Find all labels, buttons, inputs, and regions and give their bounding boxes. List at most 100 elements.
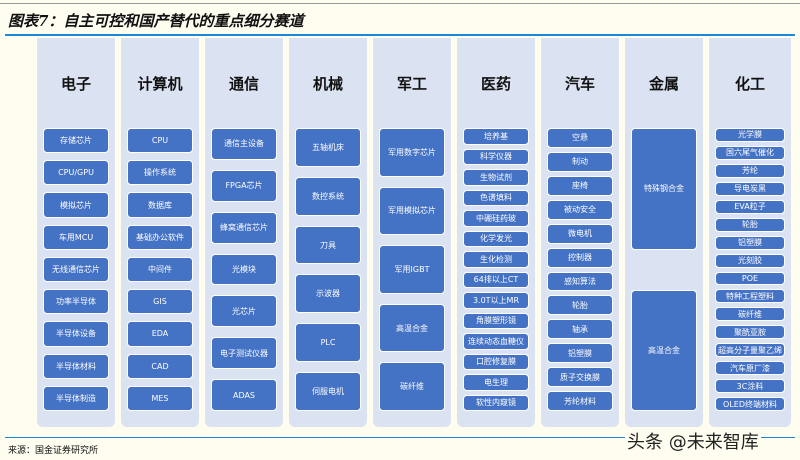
segment-box: 芳纶材料 [547,391,613,412]
segment-box: 3C涂料 [715,379,785,394]
segment-box: 半导体设备 [43,321,109,347]
segment-box: 中硼硅药玻 [463,210,529,227]
segment-box: MES [127,385,193,411]
segment-box: 通信主设备 [211,128,277,160]
sector-heading: 机械 [312,74,343,93]
segment-box: 生物试剂 [463,169,529,186]
segment-box: 座椅 [547,175,613,196]
segment-box: 铝塑膜 [715,235,785,250]
segment-box: 制动 [547,151,613,172]
segment-box: GIS [127,289,193,315]
segment-box: 刀具 [295,225,361,265]
segment-box: 角膜塑形镜 [463,312,529,329]
segment-box: 化学发光 [463,230,529,247]
segment-box: 被动安全 [547,199,613,220]
segment-box: 中间件 [127,256,193,283]
sector-columns: 电子存储芯片 CPU/GPU 模拟芯片车用MCU 无线通信芯片功率半导体半导体设备半导… [37,38,791,427]
segment-box: 功率半导体 [43,289,109,315]
sector-column: 金属特殊钢合金高温合金 [625,38,703,427]
segment-box: 蜂窝通信芯片 [211,211,277,244]
sector-column: 电子存储芯片 CPU/GPU 模拟芯片车用MCU 无线通信芯片功率半导体半导体设备半导… [37,38,115,427]
segment-box: 数据库 [127,192,193,218]
segment-box: 色谱填料 [463,189,529,206]
segment-box: 碳纤维 [715,307,785,322]
segment-box: POE [715,271,785,286]
segment-box: 数控系统 [295,176,361,216]
sector-heading: 医药 [480,74,511,93]
segment-box: 光刻胶 [715,253,785,268]
sector-heading: 化工 [734,74,765,93]
segment-box: 五轴机床 [295,128,361,167]
segment-box: 控制器 [547,247,613,268]
figure-title: 图表7：自主可控和国产替代的重点细分赛道 [8,12,304,30]
segment-box: 连续动态血糖仪 [463,333,529,350]
segment-box: 光学膜 [715,128,785,142]
segment-box: CPU/GPU [43,160,109,186]
segment-box: 聚酰亚胺 [715,325,785,340]
segment-box: 软性内窥镜 [463,394,529,411]
segment-box: 伺服电机 [295,372,361,411]
segment-box: 铝塑膜 [547,343,613,364]
segment-box: 科学仪器 [463,148,529,165]
segment-box: EDA [127,321,193,347]
segment-box: 基础办公软件 [127,224,193,250]
sector-heading: 军工 [396,74,427,93]
segment-box: 培养基 [463,128,529,145]
segment-box: 口腔修复膜 [463,353,529,370]
segment-box: 电子测试仪器 [211,337,277,370]
segment-box: 军用模拟芯片 [379,186,445,236]
segment-box: 车用MCU [43,224,109,250]
segment-box: 特殊钢合金 [631,128,697,250]
segment-box: 光模块 [211,253,277,286]
segment-box: 轮胎 [715,217,785,232]
segment-box: CAD [127,353,193,379]
segment-box: OLED终端材料 [715,397,785,411]
segment-box: 军用数字芯片 [379,128,445,177]
segment-box: 示波器 [295,274,361,314]
segment-box: 高温合金 [631,289,697,411]
segment-box: 军用IGBT [379,245,445,294]
sector-column: 汽车空悬制动座椅被动安全微电机控制器感知算法轮胎轴承铝塑膜质子交换膜芳纶材料 [541,38,619,427]
sector-heading: 电子 [60,74,91,93]
sector-column: 医药培养基科学仪器生物试剂色谱填料中硼硅药玻化学发光生化检测 64排以上CT 3.0… [457,38,535,427]
footer-rule [5,437,795,438]
segment-box: 质子交换膜 [547,367,613,388]
segment-box: FPGA芯片 [211,169,277,202]
segment-box: 半导体制造 [43,385,109,411]
segment-box: CPU [127,128,193,154]
segment-box: 高温合金 [379,303,445,353]
segment-box: 无线通信芯片 [43,256,109,283]
title-rule [5,34,795,36]
segment-box: 生化检测 [463,251,529,268]
segment-box: 轮胎 [547,295,613,316]
segment-box: 超高分子量聚乙烯 [715,343,785,358]
sector-heading: 计算机 [137,74,183,93]
segment-box: 汽车原厂漆 [715,361,785,376]
source-note: 来源：国金证券研究所 [8,446,99,456]
sector-column: 通信通信主设备 FPGA芯片蜂窝通信芯片光模块光芯片电子测试仪器 ADAS [205,38,283,427]
segment-box: ADAS [211,379,277,412]
segment-box: 空悬 [547,128,613,148]
segment-box: 轴承 [547,319,613,340]
segment-box: 模拟芯片 [43,192,109,218]
sector-heading: 汽车 [564,74,595,93]
segment-box: 64排以上CT [463,271,529,288]
segment-box: 半导体材料 [43,353,109,379]
segment-box: 芳纶 [715,163,785,178]
sector-heading: 通信 [228,74,259,93]
segment-box: 感知算法 [547,271,613,292]
segment-box: 碳纤维 [379,362,445,411]
segment-box: 国六尾气催化 [715,145,785,160]
segment-box: 导电炭黑 [715,181,785,196]
sector-heading: 金属 [648,74,679,93]
sector-column: 军工军用数字芯片军用模拟芯片军用IGBT 高温合金碳纤维 [373,38,451,427]
segment-box: 电生理 [463,374,529,391]
segment-box: 3.0T以上MR [463,292,529,309]
segment-box: 特种工程塑料 [715,289,785,304]
segment-box: 微电机 [547,223,613,244]
segment-box: 光芯片 [211,295,277,328]
segment-box: 存储芯片 [43,128,109,154]
